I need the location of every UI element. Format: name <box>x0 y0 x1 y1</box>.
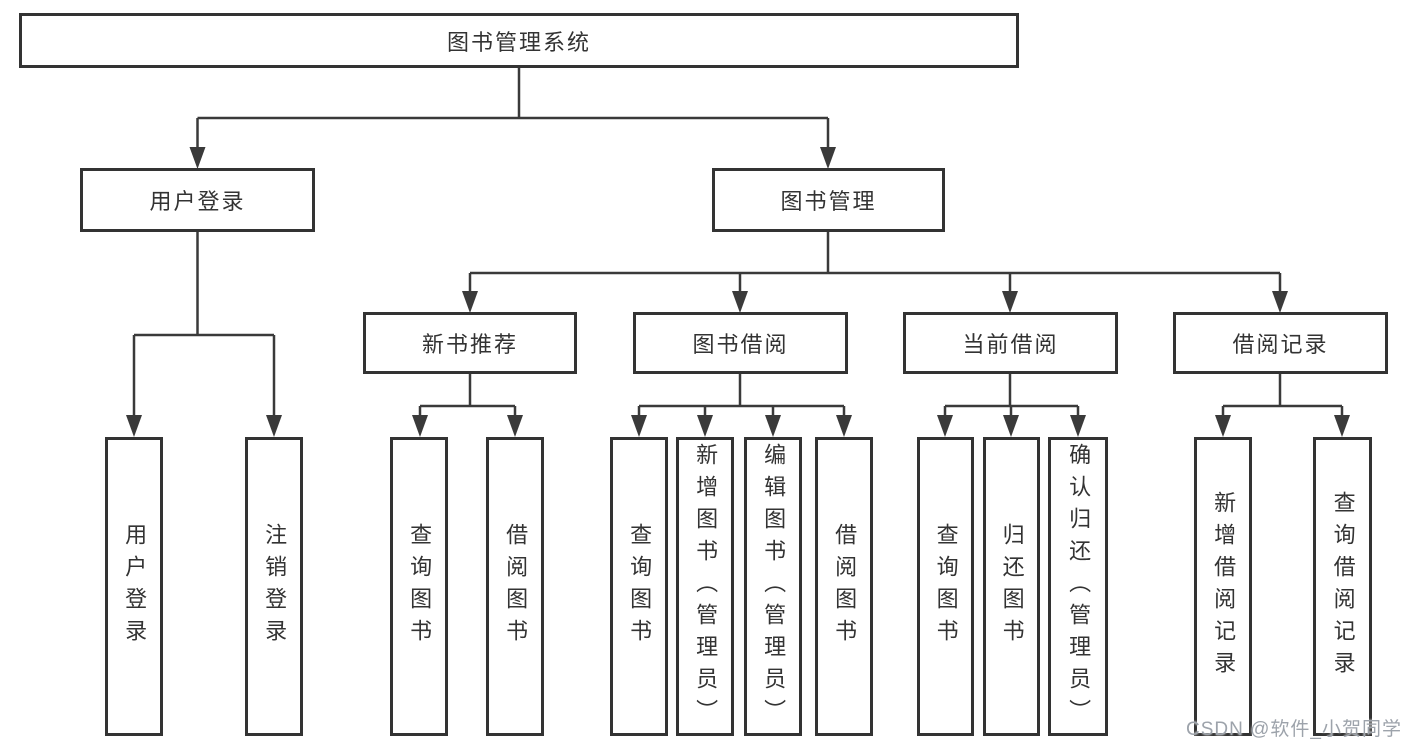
arrow-down-icon <box>820 147 836 169</box>
leaf-add-borrow-record: 新增借阅记录 <box>1194 437 1252 736</box>
arrow-down-icon <box>412 415 428 437</box>
node-label: 查询图书 <box>627 522 653 651</box>
leaf-query-books: 查询图书 <box>390 437 448 736</box>
leaf-edit-books-admin: 编辑图书（管理员） <box>744 437 802 736</box>
leaf-borrow-books: 借阅图书 <box>815 437 873 736</box>
node-label: 借阅记录 <box>1232 332 1329 357</box>
arrow-down-icon <box>462 291 478 313</box>
node-label: 借阅图书 <box>503 522 529 651</box>
node-label: 注销登录 <box>262 522 288 651</box>
arrow-down-icon <box>126 415 142 437</box>
node-label: 编辑图书（管理员） <box>761 442 787 731</box>
node-label: 借阅图书 <box>832 522 858 651</box>
leaf-query-books: 查询图书 <box>917 437 974 736</box>
node-label: 新增图书（管理员） <box>693 442 719 731</box>
arrow-down-icon <box>189 147 206 169</box>
arrow-down-icon <box>1002 291 1018 313</box>
leaf-user-login: 用户登录 <box>105 437 163 736</box>
node-label: 查询借阅记录 <box>1330 490 1356 683</box>
leaf-logout: 注销登录 <box>245 437 303 736</box>
arrow-down-icon <box>765 415 781 437</box>
arrow-down-icon <box>1215 415 1231 437</box>
node-label: 查询图书 <box>407 522 433 651</box>
arrow-down-icon <box>836 415 852 437</box>
leaf-query-borrow-record: 查询借阅记录 <box>1313 437 1372 736</box>
arrow-down-icon <box>1272 291 1288 313</box>
arrow-down-icon <box>697 415 713 437</box>
leaf-return-books: 归还图书 <box>983 437 1040 736</box>
node-label: 用户登录 <box>122 522 148 651</box>
node-current-borrowing: 当前借阅 <box>903 312 1118 374</box>
node-label: 图书借阅 <box>692 332 789 357</box>
node-new-book-recommendation: 新书推荐 <box>363 312 577 374</box>
node-label: 当前借阅 <box>962 332 1059 357</box>
leaf-add-books-admin: 新增图书（管理员） <box>676 437 734 736</box>
node-label: 查询图书 <box>933 522 959 651</box>
node-label: 归还图书 <box>999 522 1025 651</box>
node-borrowing-records: 借阅记录 <box>1173 312 1388 374</box>
arrowheads <box>126 147 1350 437</box>
csdn-watermark: CSDN @软件_小贺同学 <box>1186 719 1402 740</box>
arrow-stems <box>132 118 1344 415</box>
connector-lines <box>134 68 1342 408</box>
node-label: 新增借阅记录 <box>1211 490 1237 683</box>
arrow-down-icon <box>1070 415 1086 437</box>
node-label: 确认归还（管理员） <box>1066 442 1092 731</box>
arrow-down-icon <box>732 291 748 313</box>
arrow-down-icon <box>1334 415 1350 437</box>
leaf-query-books: 查询图书 <box>610 437 668 736</box>
arrow-down-icon <box>266 415 282 437</box>
node-user-login: 用户登录 <box>80 168 315 232</box>
node-label: 新书推荐 <box>421 332 518 357</box>
node-label: 图书管理 <box>780 189 877 214</box>
arrow-down-icon <box>631 415 647 437</box>
node-book-management: 图书管理 <box>712 168 945 232</box>
node-book-borrowing: 图书借阅 <box>633 312 848 374</box>
leaf-borrow-books: 借阅图书 <box>486 437 544 736</box>
arrow-down-icon <box>1003 415 1019 437</box>
leaf-confirm-return-admin: 确认归还（管理员） <box>1048 437 1108 736</box>
node-label: 图书管理系统 <box>446 29 591 55</box>
node-label: 用户登录 <box>149 189 246 214</box>
arrow-down-icon <box>937 415 953 437</box>
arrow-down-icon <box>507 415 523 437</box>
node-library-management-system: 图书管理系统 <box>19 13 1019 68</box>
